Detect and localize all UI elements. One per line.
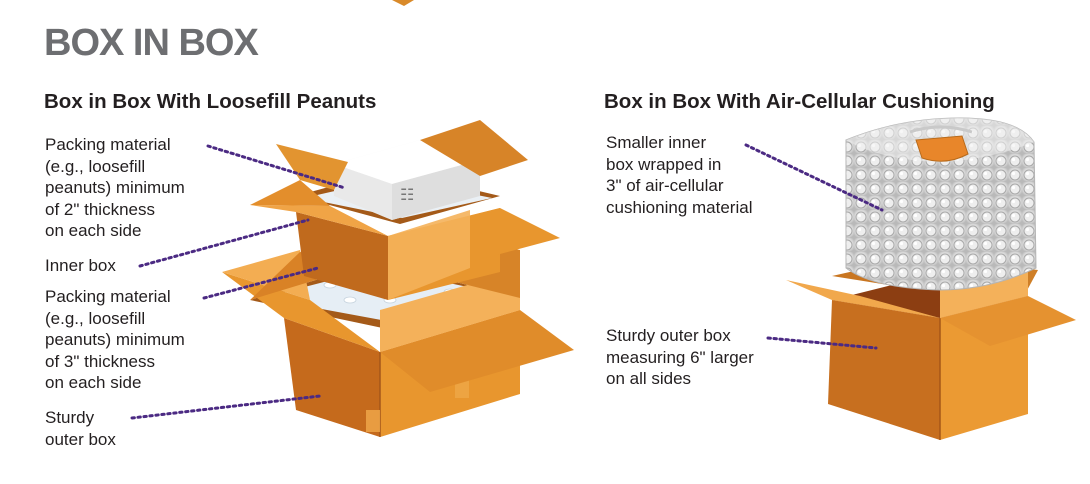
inner-box-left: ☷ [250,120,560,300]
leader-line-outer-box-left [130,394,322,420]
top-fragment [392,0,414,6]
callout-sturdy-outer-box-right: Sturdy outer box measuring 6" larger on … [606,326,754,389]
bubble-wrapped-inner-box [845,117,1037,291]
leader-line-packing-2in [206,144,347,190]
right-section-heading: Box in Box With Air-Cellular Cushioning [604,90,995,113]
page-title: BOX IN BOX [44,22,259,64]
callout-packing-material-3in: Packing material (e.g., loosefill peanut… [45,287,185,393]
callout-inner-box: Inner box [45,256,116,275]
svg-text:☷: ☷ [400,187,414,204]
callout-sturdy-outer-box-left: Sturdy outer box [45,408,116,449]
leader-line-outer-box-right [766,336,878,350]
outer-box-right [786,256,1076,440]
left-section-heading: Box in Box With Loosefill Peanuts [44,90,377,113]
leader-line-packing-3in [202,266,320,300]
leader-line-bubble-inner [744,143,884,212]
leader-line-inner-box [138,218,310,268]
callout-smaller-inner-box: Smaller inner box wrapped in 3" of air-c… [606,133,753,217]
callout-packing-material-2in: Packing material (e.g., loosefill peanut… [45,135,185,241]
